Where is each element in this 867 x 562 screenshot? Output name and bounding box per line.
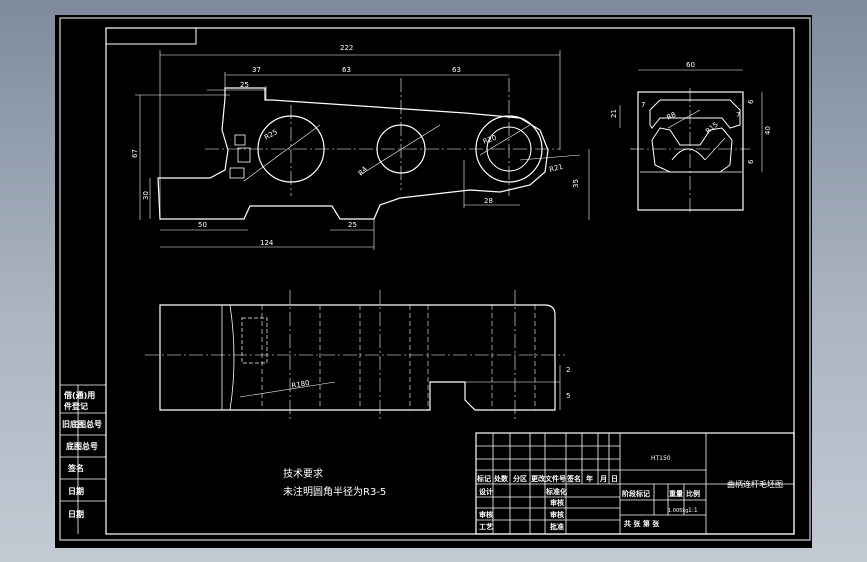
- dim-28: 28: [484, 197, 493, 205]
- dim-30: 30: [142, 191, 150, 200]
- dim-r4: R4: [357, 165, 370, 178]
- dim-r20: R20: [482, 134, 498, 146]
- header-zone: 分区: [513, 474, 527, 483]
- standardize-label: 标准化: [545, 487, 567, 496]
- dim-21: 21: [610, 109, 618, 118]
- dim-50: 50: [198, 221, 207, 229]
- weight-value: 1.005kg: [668, 508, 688, 514]
- material-label: HT150: [651, 455, 671, 462]
- top-left-box: [105, 27, 197, 45]
- dim-r15: R15: [704, 121, 720, 136]
- outer-frame: [59, 17, 811, 541]
- header-count: 处数: [493, 474, 509, 483]
- tech-req-title: 技术要求: [283, 467, 323, 480]
- dim-35: 35: [572, 179, 580, 188]
- drawing-sheet: [55, 15, 812, 548]
- left-label-4: 签名: [67, 463, 84, 473]
- review-label: 审核: [479, 510, 493, 519]
- approve-label: 批准: [550, 522, 564, 531]
- left-label-3: 底图总号: [65, 441, 98, 451]
- dim-overall: 222: [340, 44, 353, 52]
- left-side-panel: [60, 384, 106, 534]
- header-day: 日: [611, 475, 618, 483]
- sheets-label: 共 张 第 张: [624, 519, 660, 528]
- left-label-6: 日期: [68, 509, 84, 519]
- dim-63a: 63: [342, 66, 351, 74]
- part-name: 曲柄连杆毛坯图: [727, 479, 783, 489]
- dim-67: 67: [131, 149, 139, 158]
- dim-40: 40: [764, 126, 772, 135]
- design-label: 设计: [479, 487, 493, 496]
- tech-req-note: 未注明圆角半径为R3-5: [283, 485, 386, 498]
- weight-label: 重量: [669, 489, 683, 498]
- dim-r25: R25: [263, 128, 279, 142]
- left-label-2: 旧底图总号: [62, 419, 102, 429]
- dim-6b: 6: [747, 159, 755, 164]
- dim-7b: 7: [736, 111, 740, 119]
- left-label-5: 日期: [68, 486, 84, 496]
- bottom-view: [145, 290, 565, 420]
- stage-label: 阶段标记: [622, 489, 650, 498]
- dim-37: 37: [252, 66, 261, 74]
- side-view: [619, 69, 763, 215]
- left-label-1: 件登记: [64, 401, 88, 411]
- header-month: 月: [599, 475, 607, 483]
- header-sign: 签名: [566, 474, 581, 483]
- dim-2: 2: [566, 366, 570, 374]
- left-label-0: 借(通)用: [63, 390, 95, 400]
- dim-25: 25: [240, 81, 249, 89]
- header-year: 年: [586, 474, 593, 483]
- title-block: [475, 432, 795, 535]
- inner-frame: [105, 27, 795, 535]
- scale-label: 比例: [686, 489, 700, 498]
- dim-r8: R8: [665, 111, 677, 122]
- dim-124: 124: [260, 239, 274, 247]
- front-view: [135, 50, 590, 250]
- dim-6a: 6: [747, 99, 755, 104]
- dim-r21: R21: [548, 163, 563, 174]
- process-label: 工艺: [479, 522, 493, 531]
- dim-r180: R180: [291, 379, 310, 390]
- dim-63b: 63: [452, 66, 461, 74]
- dim-25b: 25: [348, 221, 357, 229]
- dim-5: 5: [566, 392, 570, 400]
- dim-7a: 7: [641, 101, 645, 109]
- scale-value: 1:1: [688, 507, 698, 514]
- check-label: 审核: [550, 510, 564, 519]
- header-mark: 标记: [476, 474, 491, 483]
- dim-60: 60: [686, 61, 695, 69]
- header-change-doc: 更改文件号: [531, 474, 566, 483]
- review-label-right: 审核: [550, 498, 564, 507]
